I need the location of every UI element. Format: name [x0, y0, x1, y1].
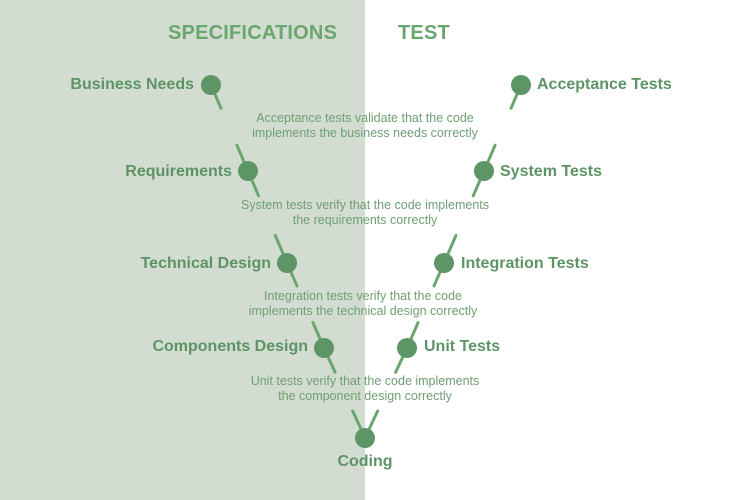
test-label-acceptance-tests: Acceptance Tests: [537, 76, 672, 93]
specifications-panel: [0, 0, 365, 500]
spec-node-3: [314, 338, 334, 358]
test-node-3: [397, 338, 417, 358]
spec-node-0: [201, 75, 221, 95]
test-label-unit-tests: Unit Tests: [424, 338, 501, 355]
diagram-nodes: [201, 75, 531, 448]
description-line: implements the business needs correctly: [252, 126, 478, 140]
description-line: the component design correctly: [278, 389, 452, 403]
description-line: System tests verify that the code implem…: [240, 198, 490, 212]
spec-label-business-needs: Business Needs: [70, 76, 194, 93]
description-line: Acceptance tests validate that the code: [256, 111, 474, 125]
spec-label-components-design: Components Design: [152, 338, 308, 355]
coding-label: Coding: [337, 453, 393, 470]
test-label-system-tests: System Tests: [500, 163, 602, 180]
specifications-heading: SPECIFICATIONS: [168, 22, 338, 44]
coding-node: [355, 428, 375, 448]
test-heading: TEST: [398, 22, 450, 44]
spec-label-technical-design: Technical Design: [140, 255, 271, 272]
description-unit: Unit tests verify that the code implemen…: [200, 374, 530, 404]
description-line: the requirements correctly: [292, 213, 438, 227]
description-line: Integration tests verify that the code: [263, 289, 463, 303]
test-node-2: [434, 253, 454, 273]
spec-node-2: [277, 253, 297, 273]
test-label-integration-tests: Integration Tests: [461, 255, 589, 272]
description-system: System tests verify that the code implem…: [200, 198, 530, 228]
description-line: Unit tests verify that the code implemen…: [250, 374, 480, 388]
description-line: implements the technical design correctl…: [248, 304, 478, 318]
spec-label-requirements: Requirements: [125, 163, 232, 180]
description-acceptance: Acceptance tests validate that the code …: [200, 111, 530, 141]
test-node-1: [474, 161, 494, 181]
test-node-0: [511, 75, 531, 95]
description-integration: Integration tests verify that the code i…: [198, 289, 528, 319]
spec-node-1: [238, 161, 258, 181]
